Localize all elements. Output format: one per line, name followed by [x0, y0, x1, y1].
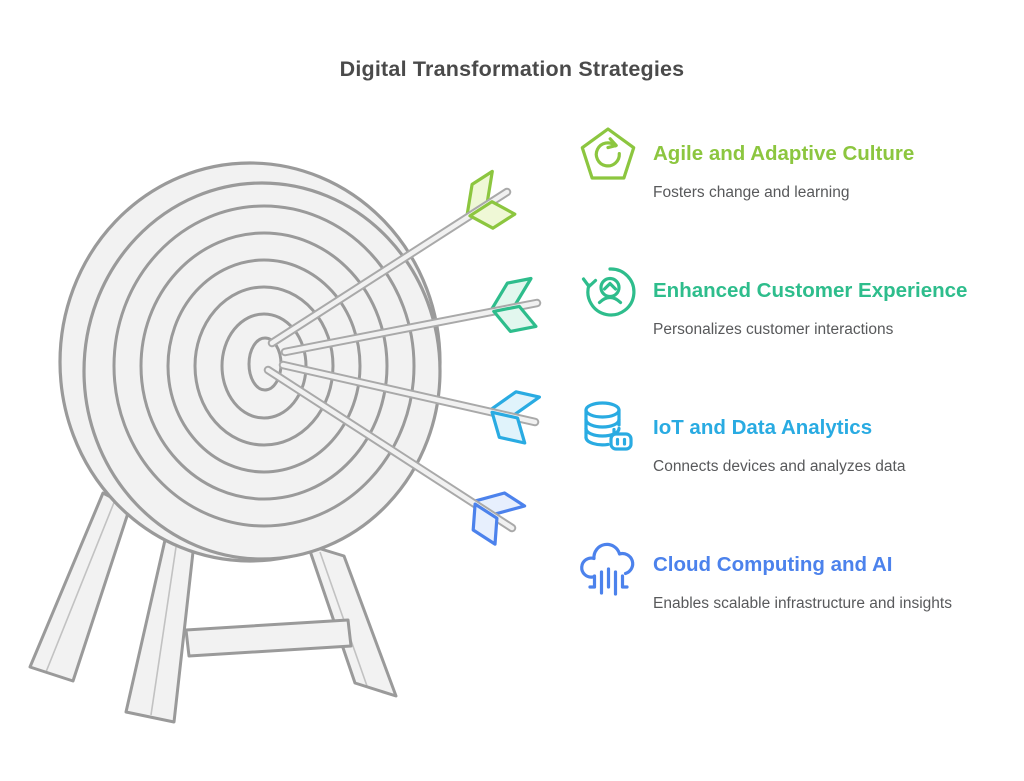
target-ring-4 — [193, 285, 335, 447]
item-description-iot: Connects devices and analyzes data — [653, 458, 906, 475]
arrow-cloud-shaft-highlight — [265, 367, 515, 531]
item-heading-customer: Enhanced Customer Experience — [653, 279, 968, 302]
dartboard — [58, 161, 442, 563]
strategy-item-iot: IoT and Data Analytics Connects devices … — [577, 398, 1007, 476]
arrow-cloud-lower-fletching — [471, 502, 499, 546]
arrow-customer — [280, 276, 542, 357]
target-ring-3 — [166, 258, 362, 474]
arrow-customer-lower-fletching — [492, 304, 538, 333]
item-heading-cloud: Cloud Computing and AI — [653, 553, 893, 576]
refresh-pentagon-icon — [577, 124, 641, 196]
stand-left-leg-bevel — [45, 499, 116, 673]
arrow-agile-lower-fletching — [468, 200, 517, 230]
arrow-iot — [278, 360, 542, 445]
item-description-customer: Personalizes customer interactions — [653, 321, 894, 338]
database-robot-icon — [577, 398, 641, 470]
arrow-cloud — [263, 365, 527, 546]
item-heading-iot: IoT and Data Analytics — [653, 416, 873, 439]
target-ring-2 — [139, 231, 389, 501]
target-ring-1 — [112, 204, 416, 528]
target-stand — [28, 491, 398, 724]
cloud-circuit-icon — [577, 535, 641, 607]
strategy-item-customer: Enhanced Customer Experience Personalize… — [577, 261, 1007, 339]
arrow-iot-lower-fletching — [490, 410, 527, 445]
item-description-cloud: Enables scalable infrastructure and insi… — [653, 595, 952, 612]
page-title: Digital Transformation Strategies — [339, 57, 685, 81]
stand-middle-leg — [124, 538, 195, 724]
item-heading-agile: Agile and Adaptive Culture — [653, 142, 915, 165]
person-refresh-icon — [577, 261, 641, 333]
strategy-item-agile: Agile and Adaptive Culture Fosters chang… — [577, 124, 1007, 202]
strategy-item-cloud: Cloud Computing and AI Enables scalable … — [577, 535, 1007, 613]
stand-crossbar — [184, 618, 353, 658]
arrow-agile-shaft-highlight — [269, 189, 510, 346]
arrow-agile — [267, 169, 517, 348]
item-description-agile: Fosters change and learning — [653, 184, 850, 201]
stand-middle-leg-bevel — [150, 546, 177, 716]
